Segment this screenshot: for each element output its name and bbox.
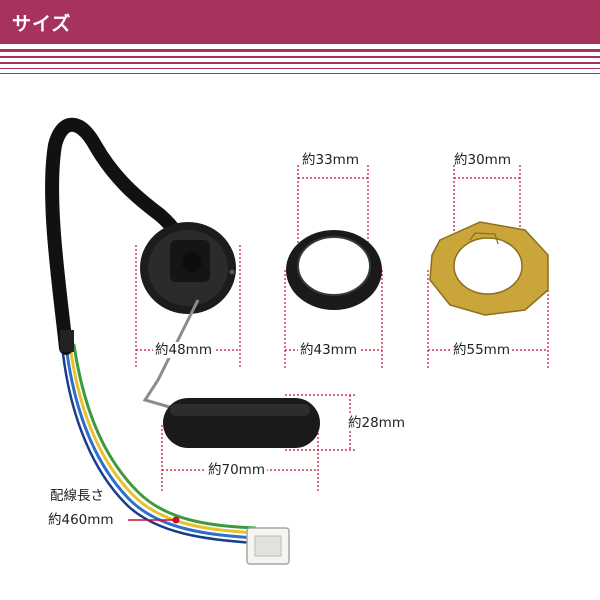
label-gauge-flange: 約48mm — [153, 342, 214, 358]
float — [163, 398, 320, 448]
label-lock-ring-outer: 約55mm — [451, 342, 512, 358]
label-float-diameter: 約28mm — [346, 415, 407, 431]
header-stripe — [0, 56, 600, 58]
connector — [246, 527, 290, 565]
wire-marker — [172, 516, 180, 524]
label-float-length: 約70mm — [206, 462, 267, 478]
header-stripe — [0, 62, 600, 64]
header-stripe — [0, 73, 600, 74]
rubber-gasket — [286, 230, 382, 310]
lock-ring — [429, 221, 549, 316]
dimension-lines — [135, 165, 549, 492]
label-gasket-inner: 約33mm — [302, 152, 359, 168]
header-stripe — [0, 49, 600, 52]
cable-sheath — [45, 118, 192, 355]
gauge-flange — [140, 222, 236, 314]
section-header: サイズ — [0, 0, 600, 44]
label-lock-ring-inner: 約30mm — [454, 152, 511, 168]
label-wire-length-title: 配線長さ — [50, 488, 104, 504]
label-gasket-outer: 約43mm — [298, 342, 359, 358]
section-title: サイズ — [12, 13, 72, 35]
label-wire-length: 約460mm — [48, 512, 114, 528]
wire-bundle — [60, 343, 257, 545]
header-stripe — [0, 68, 600, 69]
